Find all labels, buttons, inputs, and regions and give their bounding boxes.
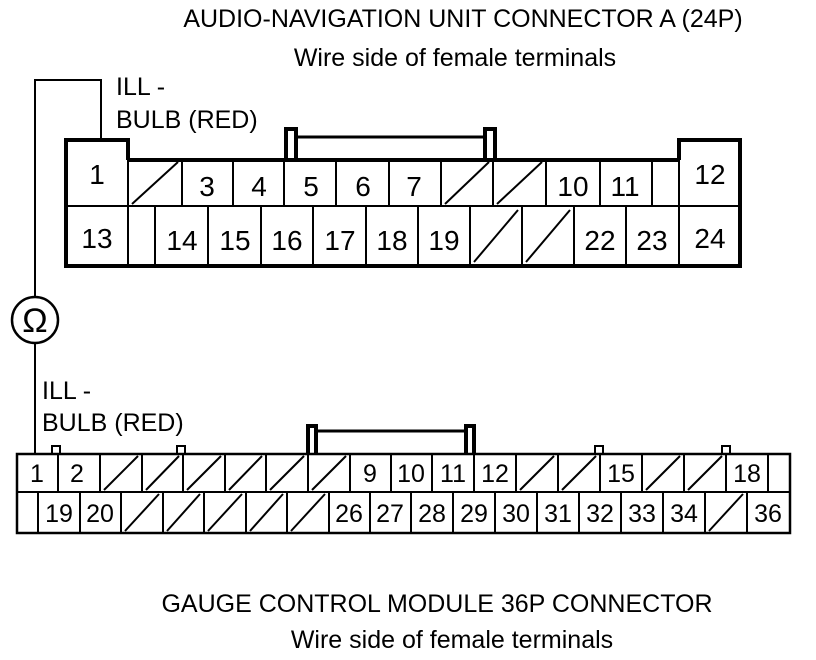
connector-a-terminal-23: 23	[636, 225, 667, 256]
connector-a-terminal-15: 15	[219, 225, 250, 256]
connector-a-terminal-19: 19	[428, 225, 459, 256]
connector-a-probe-label-line2: BULB (RED)	[116, 106, 258, 134]
connector-a-terminal-18: 18	[376, 225, 407, 256]
connector-b-terminal-2: 2	[70, 460, 84, 488]
connector-b-terminal-29: 29	[460, 500, 488, 528]
connector-b-terminal-33: 33	[628, 500, 656, 528]
connector-a-terminal-5: 5	[303, 171, 319, 202]
connector-b-subtitle: Wire side of female terminals	[291, 626, 613, 654]
connector-b-terminal-12: 12	[481, 460, 509, 488]
connector-b-probe-label-line1: ILL -	[42, 377, 91, 405]
connector-b-terminal-36: 36	[754, 500, 782, 528]
connector-b-terminal-20: 20	[86, 500, 114, 528]
connector-b-probe-label-line2: BULB (RED)	[42, 409, 184, 437]
connector-a-terminal-10: 10	[557, 171, 588, 202]
connector-b-terminal-30: 30	[502, 500, 530, 528]
connector-a-terminal-7: 7	[406, 171, 422, 202]
connector-a-terminal-22: 22	[584, 225, 615, 256]
connector-a-terminal-17: 17	[324, 225, 355, 256]
connector-a-terminal-1: 1	[89, 159, 105, 190]
connector-a-terminal-24: 24	[694, 223, 725, 254]
connector-b-title: GAUGE CONTROL MODULE 36P CONNECTOR	[161, 590, 712, 618]
connector-a-terminal-14: 14	[166, 225, 197, 256]
connector-b-terminal-26: 26	[335, 500, 363, 528]
connector-a-terminal-16: 16	[271, 225, 302, 256]
connector-b-terminal-31: 31	[544, 500, 572, 528]
connector-b-terminal-11: 11	[440, 460, 466, 488]
connector-b-terminal-18: 18	[733, 460, 761, 488]
connector-a-terminal-4: 4	[251, 171, 267, 202]
connector-a-terminal-12: 12	[694, 159, 725, 190]
connector-a-title: AUDIO-NAVIGATION UNIT CONNECTOR A (24P)	[183, 5, 742, 33]
connector-b-terminal-28: 28	[418, 500, 446, 528]
connector-a-terminal-3: 3	[199, 171, 215, 202]
connector-b: 1 2 9 10 11 12 15 18 19 20 26 27 28 29 3…	[15, 424, 792, 535]
connector-b-terminal-15: 15	[607, 460, 635, 488]
connector-a-probe-label-line1: ILL -	[116, 73, 165, 101]
connector-b-terminal-19: 19	[45, 500, 73, 528]
connector-b-terminal-27: 27	[376, 500, 404, 528]
connector-a-subtitle: Wire side of female terminals	[294, 44, 616, 72]
connector-a-terminal-11: 11	[610, 171, 639, 202]
connector-b-terminal-9: 9	[363, 460, 377, 488]
connector-a: 1 3 4 5 6 7 10 11 12 13 14 15 16 17 18 1…	[64, 127, 742, 268]
connector-b-terminal-34: 34	[670, 500, 698, 528]
connector-a-terminal-6: 6	[355, 171, 371, 202]
connector-a-terminal-13: 13	[81, 223, 112, 254]
connector-b-terminal-32: 32	[586, 500, 614, 528]
connector-b-terminal-10: 10	[397, 460, 425, 488]
connector-b-terminal-1: 1	[30, 460, 44, 488]
ohmmeter-icon: Ω	[10, 295, 60, 345]
test-lead-a	[34, 79, 102, 296]
ohm-symbol: Ω	[22, 302, 47, 340]
